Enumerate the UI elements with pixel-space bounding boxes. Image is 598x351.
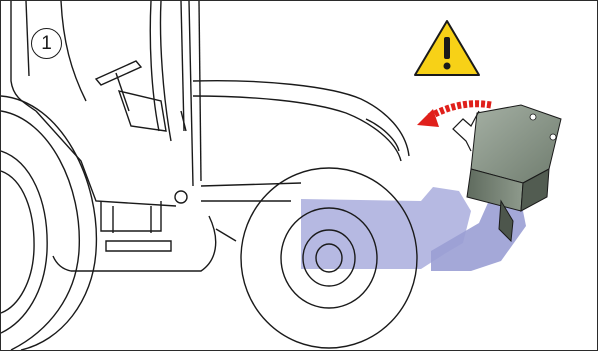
step-number-badge: 1	[31, 28, 62, 59]
fender	[53, 216, 236, 271]
hood	[181, 81, 409, 201]
hydraulic-valve-block	[453, 105, 561, 241]
warning-triangle-icon	[415, 21, 479, 75]
rear-wheel	[1, 96, 96, 350]
